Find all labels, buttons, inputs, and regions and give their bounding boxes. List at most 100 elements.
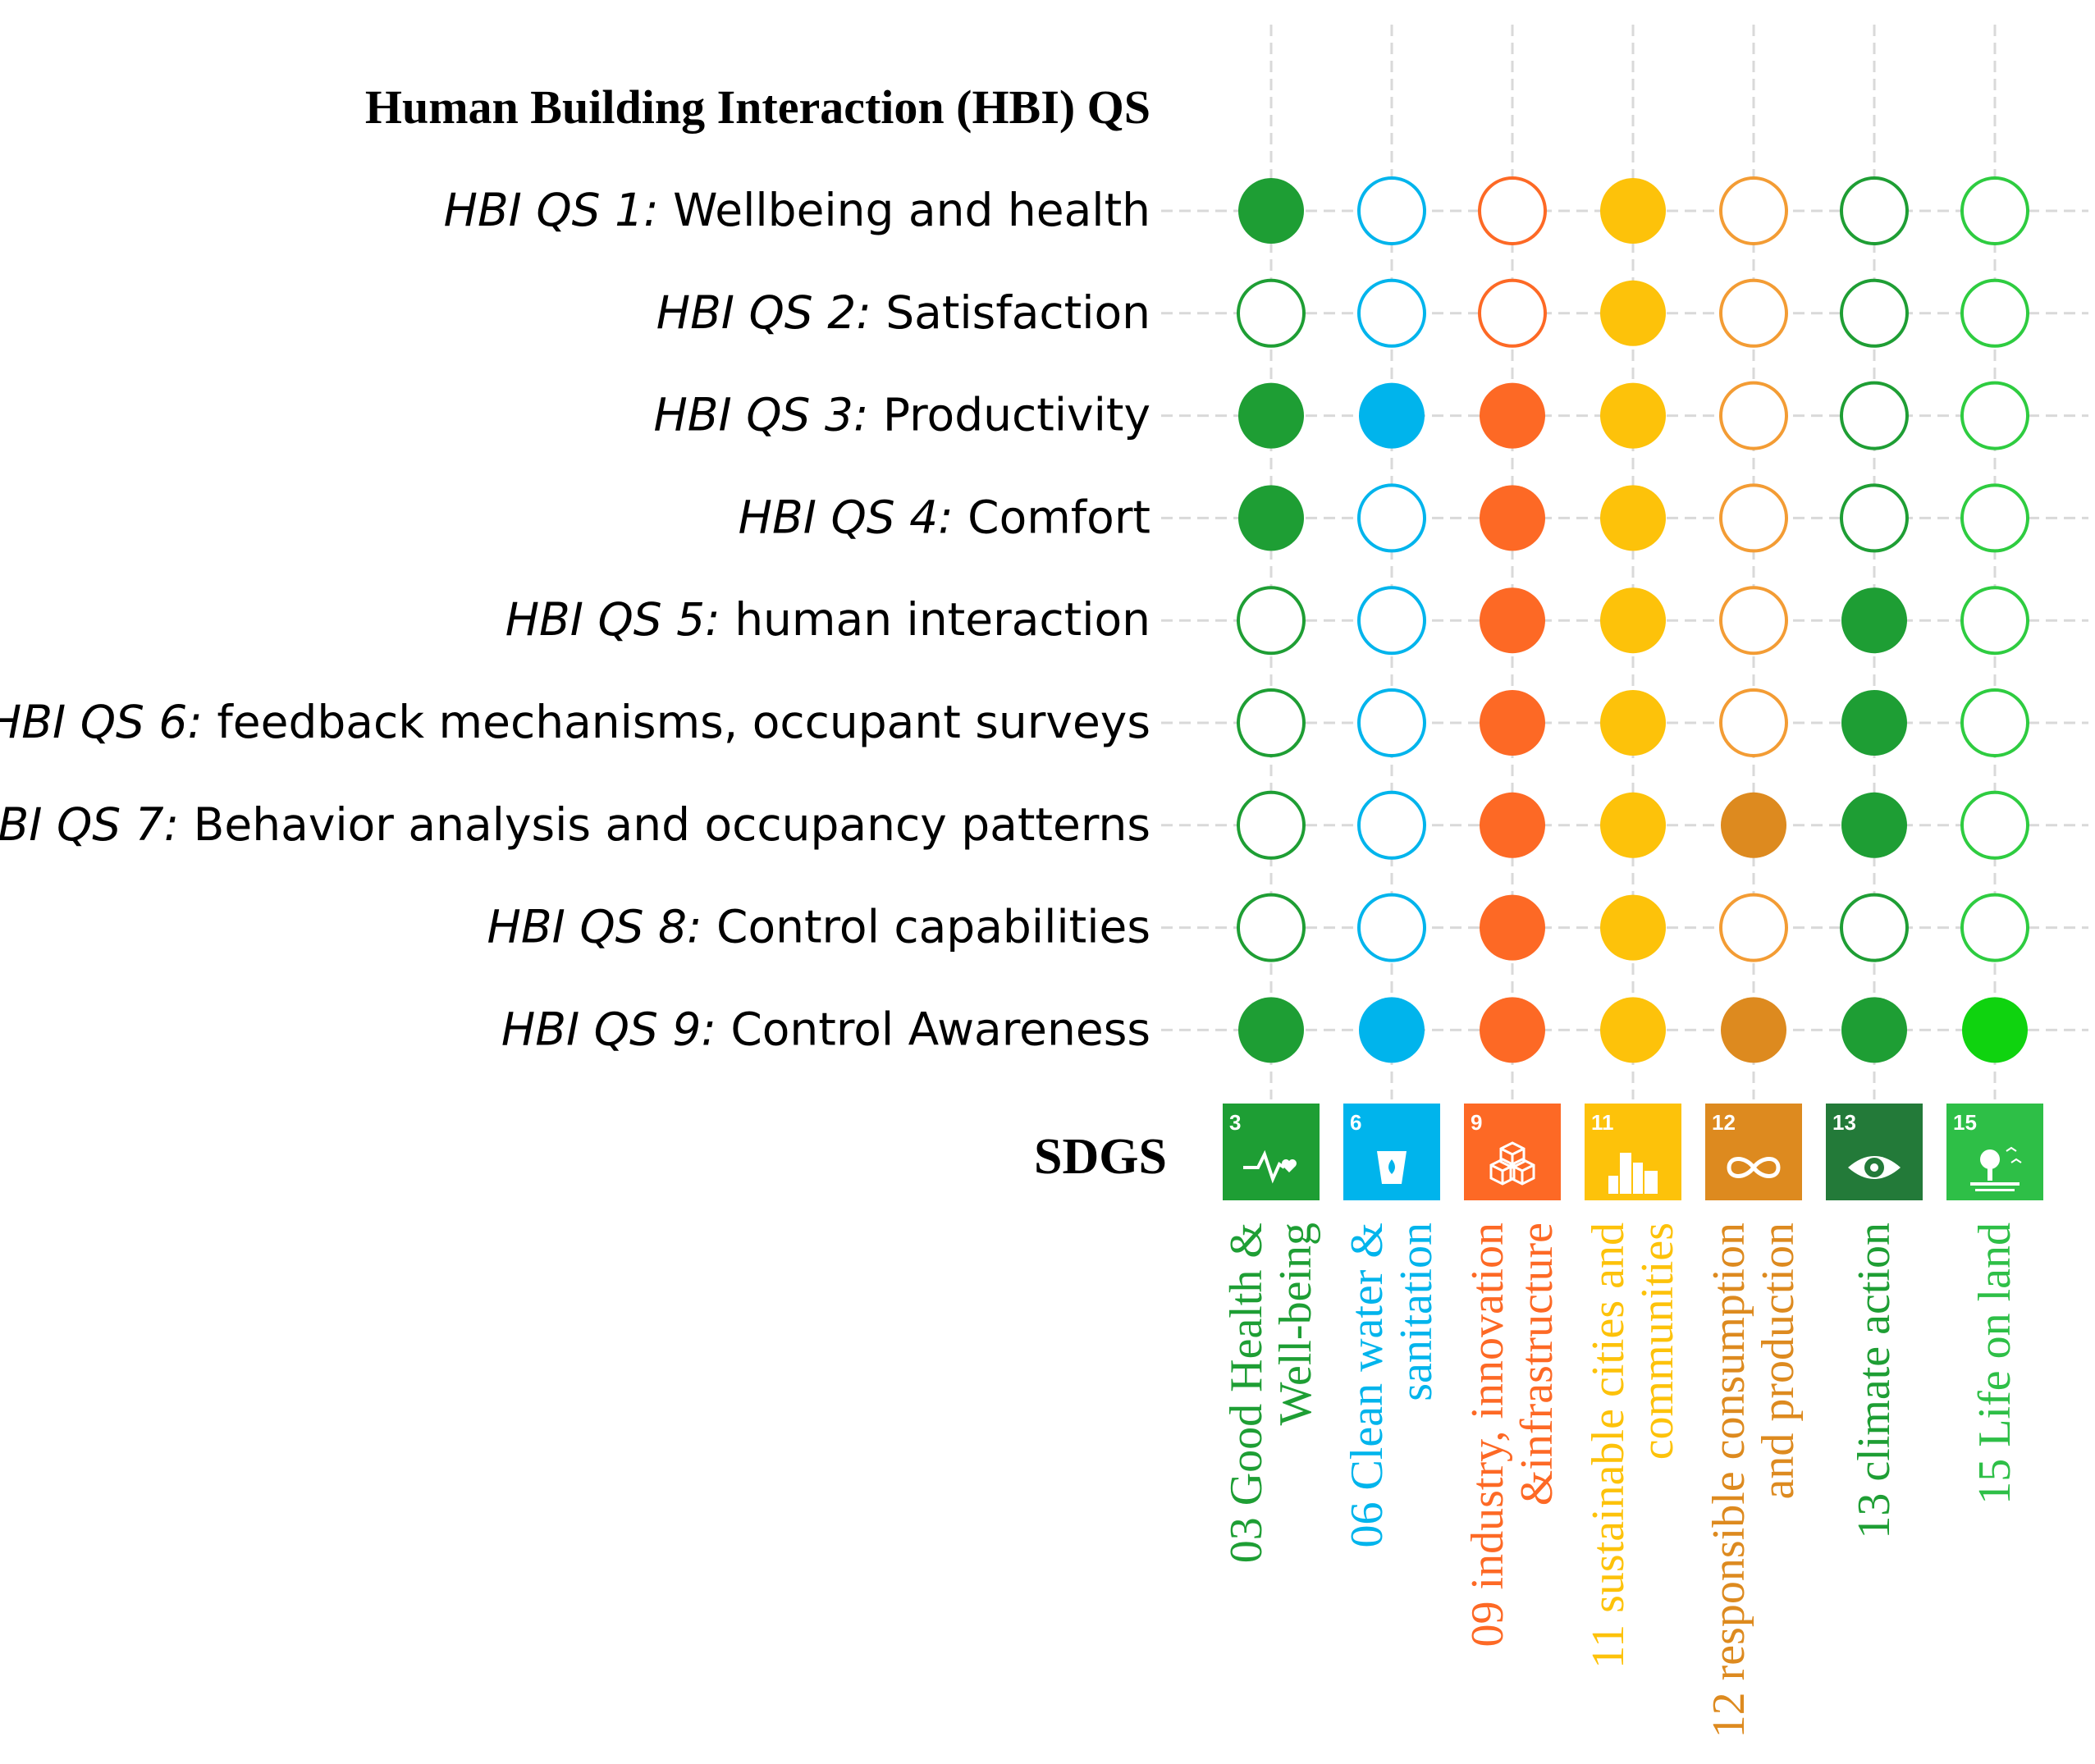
empty-circle-r4-c2 [1357,483,1426,553]
empty-circle-r2-c7 [1960,278,2029,348]
sdg-tile-12: 12 [1705,1104,1802,1200]
filled-circle-r4-c1 [1238,485,1304,551]
row-prefix: HBI QS 6: [0,696,203,748]
empty-circle-r8-c7 [1960,893,2029,962]
empty-circle-r8-c5 [1719,893,1788,962]
empty-circle-r5-c7 [1960,586,2029,656]
sdg-label-line: sanitation [1391,1222,1442,1401]
cubes-icon [1489,1141,1535,1186]
sdg-tile-number: 6 [1350,1110,1361,1135]
row-prefix: HBI QS 8: [487,901,702,953]
empty-circle-r4-c6 [1840,483,1909,553]
matrix-title: Human Building Interaction (HBI) QS [365,80,1150,134]
filled-circle-r7-c3 [1480,792,1545,858]
sdg-label-line: communities [1632,1222,1683,1460]
sdg-tile-6: 6 [1343,1104,1440,1200]
sdg-label-line: 09 industry, innovation [1462,1222,1513,1647]
filled-circle-r1-c1 [1238,178,1304,244]
filled-circle-r3-c3 [1480,382,1545,449]
empty-circle-r8-c2 [1357,893,1426,962]
row-label-7: HBI QS 7: Behavior analysis and occupanc… [0,798,1150,851]
filled-circle-r5-c3 [1480,587,1545,654]
empty-circle-r6-c1 [1237,688,1306,757]
empty-circle-r3-c7 [1960,381,2029,450]
heartbeat-icon [1243,1149,1297,1184]
row-text: Wellbeing and health [659,184,1150,236]
empty-circle-r2-c1 [1237,278,1306,348]
row-label-6: HBI QS 6: feedback mechanisms, occupant … [0,696,1150,748]
indicator-circles [1237,176,2029,1063]
filled-circle-r7-c5 [1721,792,1786,858]
filled-circle-r1-c4 [1600,178,1666,244]
filled-circle-r9-c6 [1841,997,1907,1063]
sdg-tile-15: 15 [1946,1104,2043,1200]
row-text: Control capabilities [702,901,1150,953]
filled-circle-r9-c2 [1359,997,1425,1063]
row-text: human interaction [720,593,1150,646]
filled-circle-r5-c6 [1841,587,1907,654]
infinity-icon [1727,1157,1781,1178]
sdg-tile-number: 12 [1712,1110,1736,1135]
sdg-label-line: 03 Good Health & [1221,1222,1272,1563]
empty-circle-r8-c6 [1840,893,1909,962]
sdg-label-line: 15 Life on land [1969,1222,2020,1505]
sdg-tile-background [1464,1104,1561,1200]
empty-circle-r2-c6 [1840,278,1909,348]
sdg-label-line: 13 climate action [1849,1222,1900,1539]
empty-circle-r3-c6 [1840,381,1909,450]
empty-circle-r7-c2 [1357,790,1426,860]
sdg-tile-background [1223,1104,1320,1200]
empty-circle-r5-c5 [1719,586,1788,656]
empty-circle-r1-c7 [1960,176,2029,245]
sdg-tile-3: 3 [1223,1104,1320,1200]
water-drop-icon [1377,1151,1407,1184]
row-label-4: HBI QS 4: Comfort [739,491,1150,543]
row-prefix: HBI QS 5: [505,593,720,646]
empty-circle-r1-c6 [1840,176,1909,245]
filled-circle-r6-c4 [1600,690,1666,756]
row-text: Productivity [868,389,1150,441]
sdg-tile-number: 11 [1591,1110,1614,1135]
row-label-2: HBI QS 2: Satisfaction [656,286,1150,339]
sdg-label-9: 09 industry, innovation&infrastructure [1462,1222,1562,1647]
filled-circle-r3-c1 [1238,382,1304,449]
empty-circle-r7-c7 [1960,790,2029,860]
sdg-tile-number: 13 [1832,1110,1856,1135]
row-text: Control Awareness [716,1003,1150,1055]
row-text: Satisfaction [871,286,1150,339]
eye-icon [1848,1156,1901,1179]
row-text: feedback mechanisms, occupant surveys [203,696,1150,748]
sdgs-heading: SDGS [1034,1129,1167,1185]
filled-circle-r5-c4 [1600,587,1666,654]
row-prefix: HBI QS 1: [444,184,659,236]
empty-circle-r2-c2 [1357,278,1426,348]
row-prefix: HBI QS 2: [656,286,871,339]
sdg-label-line: Well-being [1270,1222,1321,1425]
filled-circle-r8-c4 [1600,894,1666,961]
row-label-3: HBI QS 3: Productivity [653,389,1150,441]
sdg-tile-9: 9 [1464,1104,1561,1200]
row-text: Behavior analysis and occupancy patterns [179,798,1150,851]
filled-circle-r4-c4 [1600,485,1666,551]
row-label-8: HBI QS 8: Control capabilities [487,901,1150,953]
sdg-tile-background [1826,1104,1923,1200]
filled-circle-r2-c4 [1600,280,1666,346]
empty-circle-r6-c7 [1960,688,2029,757]
sdg-tiles: 3 6 9 11 12 13 15 [1223,1104,2043,1200]
filled-circle-r9-c7 [1962,997,2028,1063]
filled-circle-r4-c3 [1480,485,1545,551]
filled-circle-r3-c2 [1359,382,1425,449]
sdg-tile-background [1705,1104,1802,1200]
empty-circle-r2-c5 [1719,278,1788,348]
filled-circle-r3-c4 [1600,382,1666,449]
empty-circle-r6-c5 [1719,688,1788,757]
empty-circle-r5-c2 [1357,586,1426,656]
filled-circle-r9-c4 [1600,997,1666,1063]
filled-circle-r7-c4 [1600,792,1666,858]
filled-circle-r6-c6 [1841,690,1907,756]
filled-circle-r9-c5 [1721,997,1786,1063]
empty-circle-r1-c3 [1478,176,1547,245]
